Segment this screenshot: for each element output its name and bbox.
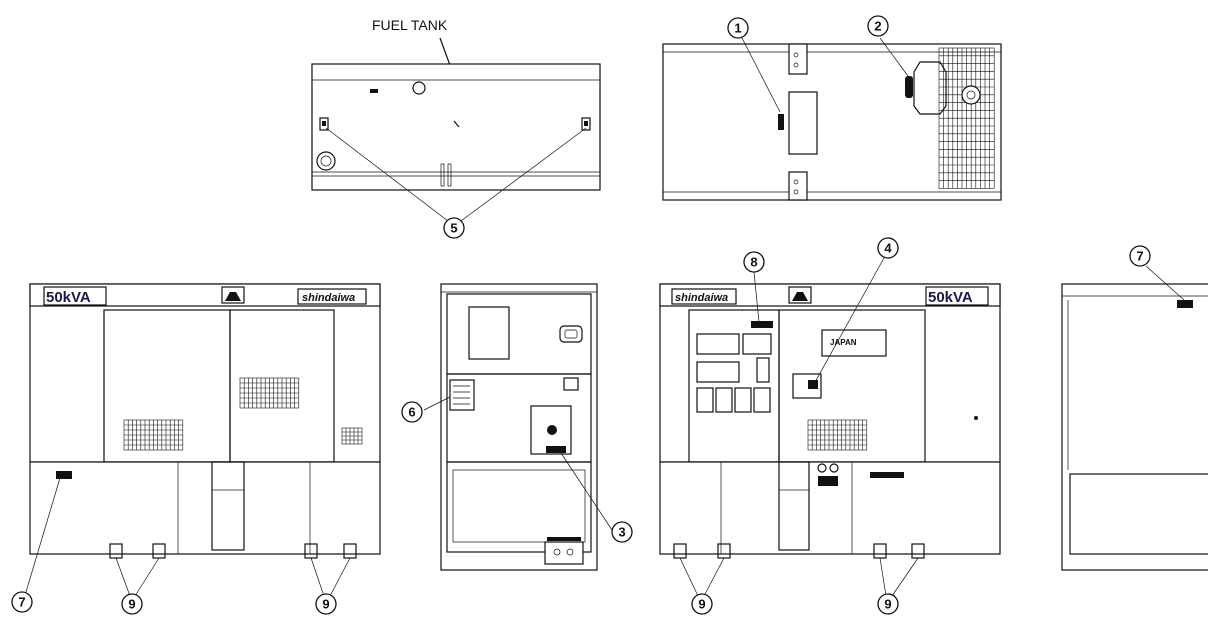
- left-side-view: 50kVA shindaiwa: [25, 283, 381, 597]
- lifting-bracket: [788, 91, 818, 155]
- exhaust-cover: [913, 61, 947, 115]
- panel-window: [468, 306, 510, 360]
- svg-text:8: 8: [750, 255, 757, 270]
- rear-view-body: [1061, 283, 1208, 571]
- callout-6: 6: [401, 401, 423, 423]
- rear-base-opening: [1069, 473, 1208, 555]
- callout-9-left-b: 9: [315, 593, 337, 615]
- right-view-upper: [659, 283, 1001, 463]
- front-label-6: [449, 379, 475, 411]
- front-view: [423, 283, 613, 571]
- svg-text:7: 7: [1136, 249, 1143, 264]
- tank-vent: [370, 89, 378, 93]
- svg-text:6: 6: [408, 405, 415, 420]
- svg-text:7: 7: [18, 595, 25, 610]
- battery-switch-box: [530, 405, 572, 455]
- front-label-3: [546, 446, 566, 453]
- left-panel-vent: [341, 427, 363, 445]
- svg-text:9: 9: [884, 597, 891, 612]
- callout-5: 5: [443, 217, 465, 239]
- svg-text:9: 9: [322, 597, 329, 612]
- left-base-label: [56, 471, 72, 479]
- fuel-cap: [316, 151, 336, 171]
- right-label-8: [751, 321, 773, 328]
- fuel-gauge: [412, 81, 426, 95]
- top-vent-grid: [938, 47, 995, 189]
- fuel-tank-view: FUEL TANK: [311, 17, 601, 222]
- svg-text:2: 2: [874, 19, 881, 34]
- right-side-view: shindaiwa 50kVA JAPAN: [659, 257, 1001, 597]
- top-label-1: [778, 114, 784, 130]
- top-label-2: [905, 76, 913, 98]
- callout-8: 8: [743, 251, 765, 273]
- svg-text:4: 4: [884, 241, 892, 256]
- brand-logo-rear: shindaiwa: [675, 292, 728, 304]
- left-view-upper: [29, 283, 381, 463]
- svg-text:9: 9: [698, 597, 705, 612]
- callout-9-right-b: 9: [877, 593, 899, 615]
- callout-7-base: 7: [11, 591, 33, 613]
- left-view-base: [29, 461, 381, 555]
- svg-text:5: 5: [450, 221, 457, 236]
- rear-view: [1061, 265, 1208, 571]
- right-label-4: [792, 373, 822, 399]
- left-door-vent-b: [239, 377, 300, 409]
- brand-logo-front: shindaiwa: [302, 292, 355, 304]
- top-view: [662, 43, 1002, 201]
- capacity-badge-rear: 50kVA: [928, 289, 973, 306]
- callout-2: 2: [867, 15, 909, 77]
- top-view-body: [662, 43, 1002, 201]
- fuel-tank-body: [311, 63, 601, 191]
- callout-1: 1: [727, 17, 781, 113]
- svg-text:3: 3: [618, 525, 625, 540]
- origin-plate: [821, 329, 887, 357]
- svg-text:9: 9: [128, 597, 135, 612]
- front-view-body: [440, 283, 598, 571]
- rear-label-7: [1177, 300, 1193, 308]
- callout-9-left-a: 9: [121, 593, 143, 615]
- capacity-badge-front: 50kVA: [46, 289, 91, 306]
- callout-4: 4: [877, 237, 899, 259]
- left-door-vent-a: [123, 419, 184, 451]
- fuel-tank-label: FUEL TANK: [372, 17, 448, 33]
- callout-9-right-a: 9: [691, 593, 713, 615]
- rear-door-vent: [807, 419, 868, 451]
- right-view-base: [659, 461, 1001, 555]
- origin-plate-text: JAPAN: [830, 338, 857, 347]
- callout-7-rear: 7: [1129, 245, 1151, 267]
- svg-text:1: 1: [734, 21, 741, 36]
- callout-3: 3: [611, 521, 633, 543]
